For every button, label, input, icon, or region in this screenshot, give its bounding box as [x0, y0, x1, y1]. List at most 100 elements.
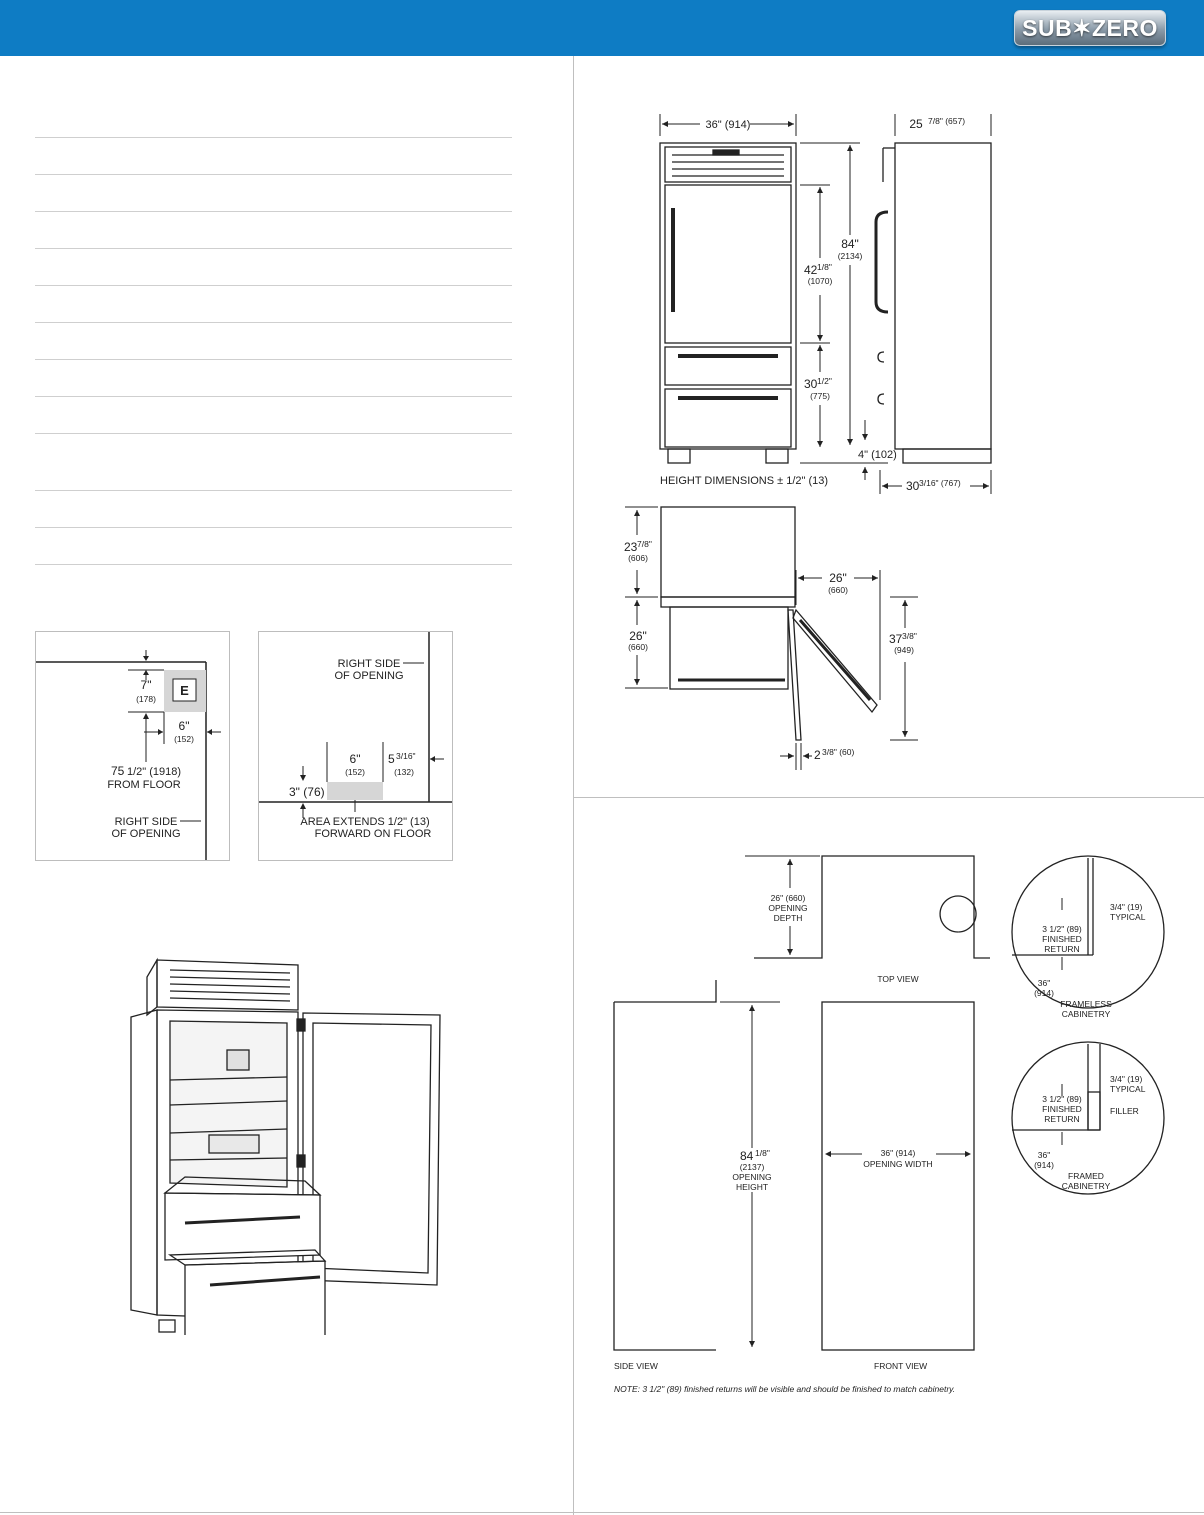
dimension-label: DEPTH: [774, 913, 803, 923]
dimension-label: (152): [345, 767, 365, 777]
dimension-label: 7/8" (657): [928, 116, 965, 126]
plumbing-panel: RIGHT SIDE OF OPENING 6" (152) 5 3/16" (…: [258, 631, 453, 861]
dimension-label: FINISHED: [1042, 934, 1082, 944]
dimension-label: (2137): [740, 1162, 765, 1172]
dimension-label: 30: [906, 479, 920, 493]
dimension-label: 36": [1038, 1150, 1050, 1160]
dimension-label: RIGHT SIDE: [115, 816, 178, 828]
dimension-label: TYPICAL: [1110, 912, 1146, 922]
brand-logo: SUB✶ZERO: [1014, 10, 1166, 46]
dimension-label: 4" (102): [858, 449, 897, 461]
dimension-label: 36" (914): [706, 119, 751, 131]
dimension-label: FRAMED: [1068, 1171, 1104, 1181]
dimension-label: FRONT VIEW: [874, 1361, 927, 1371]
dimension-label: RETURN: [1044, 1114, 1079, 1124]
dimension-label: TOP VIEW: [877, 974, 918, 984]
dimension-label: (1070): [808, 276, 833, 286]
electrical-panel: E 7" (178) 6" (152) 75 1/2" (1918) FROM …: [35, 631, 230, 861]
dimension-label: 3/4" (19): [1110, 902, 1142, 912]
spec-row-rule: [35, 396, 512, 397]
dimension-label: (2134): [838, 251, 863, 261]
dimension-label: FINISHED: [1042, 1104, 1082, 1114]
spec-row-rule: [35, 174, 512, 175]
dimension-label: FROM FLOOR: [107, 779, 180, 791]
electrical-box-label: E: [180, 683, 189, 698]
section-divider: [574, 797, 1204, 798]
dimension-label: 3 1/2" (89): [1042, 1094, 1082, 1104]
dimension-label: 75: [111, 764, 125, 778]
dimension-label: OF OPENING: [111, 828, 180, 840]
dimension-label: 3/8": [902, 631, 917, 641]
spec-row-rule: [35, 527, 512, 528]
spec-row-rule: [35, 211, 512, 212]
dimension-label: (660): [628, 642, 648, 652]
dimension-label: (178): [136, 694, 156, 704]
dimension-label: 25: [909, 117, 923, 131]
dimension-label: NOTE: 3 1/2" (89) finished returns will …: [614, 1384, 955, 1394]
dimension-label: 36": [1038, 978, 1050, 988]
dimension-label: FILLER: [1110, 1106, 1139, 1116]
door-swing-diagram: 23 7/8" (606) 26" (660) 26" (660) 37 3/8…: [624, 506, 918, 770]
dimension-label: 30: [804, 377, 818, 391]
header-bar: SUB✶ZERO: [0, 0, 1204, 56]
dimension-label: 1/2" (1918): [127, 766, 181, 778]
dimension-label: HEIGHT: [736, 1182, 768, 1192]
dimension-label: CABINETRY: [1062, 1181, 1111, 1191]
dimension-label: 1/8": [755, 1148, 770, 1158]
dimension-label: (606): [628, 553, 648, 563]
dimension-label: CABINETRY: [1062, 1009, 1111, 1019]
dimension-label: OF OPENING: [334, 670, 403, 682]
dimension-label: HEIGHT DIMENSIONS ± 1/2" (13): [660, 475, 828, 487]
bottom-rule: [0, 1512, 1204, 1513]
dimension-label: (914): [1034, 1160, 1054, 1170]
dimension-label: 7": [141, 678, 152, 692]
dimension-label: RETURN: [1044, 944, 1079, 954]
dimension-label: OPENING: [768, 903, 807, 913]
dimension-label: (152): [174, 734, 194, 744]
dimension-label: 37: [889, 632, 903, 646]
spec-row-rule: [35, 359, 512, 360]
dimension-label: OPENING: [732, 1172, 771, 1182]
elevation-drawing: 36" (914) 25 7/8" (657) 84" (2134) 42 1/…: [659, 114, 992, 494]
refrigerator-illustration: [130, 957, 441, 1335]
dimension-label: 5: [388, 752, 395, 766]
dimension-label: 3/4" (19): [1110, 1074, 1142, 1084]
dimension-label: 1/2": [817, 376, 832, 386]
dimension-label: 3" (76): [289, 785, 325, 799]
dimension-label: 2: [814, 748, 821, 762]
dimension-label: 23: [624, 540, 638, 554]
dimension-label: 84": [841, 237, 859, 251]
dimension-label: 26": [829, 571, 847, 585]
spec-row-rule: [35, 137, 512, 138]
dimension-label: 42: [804, 263, 818, 277]
dimension-label: 3/16": [396, 751, 416, 761]
spec-row-rule: [35, 285, 512, 286]
dimension-label: RIGHT SIDE: [338, 658, 401, 670]
dimension-label: FRAMELESS: [1060, 999, 1112, 1009]
dimension-label: 6": [350, 752, 361, 766]
dimension-label: (132): [394, 767, 414, 777]
dimension-label: 1/8": [817, 262, 832, 272]
dimension-label: SIDE VIEW: [614, 1361, 658, 1371]
spec-row-rule: [35, 490, 512, 491]
dimension-label: 84: [740, 1149, 754, 1163]
dimension-label: TYPICAL: [1110, 1084, 1146, 1094]
dimension-label: (660): [828, 585, 848, 595]
spec-row-rule: [35, 322, 512, 323]
plumbing-diagram: RIGHT SIDE OF OPENING 6" (152) 5 3/16" (…: [259, 632, 452, 840]
dimension-label: 3/16" (767): [919, 478, 961, 488]
dimension-label: 26": [629, 629, 647, 643]
dimension-label: OPENING WIDTH: [863, 1159, 932, 1169]
column-divider: [573, 56, 574, 1515]
dimension-label: 3 1/2" (89): [1042, 924, 1082, 934]
spec-row-rule: [35, 248, 512, 249]
opening-diagram: 26" (660) OPENING DEPTH TOP VIEW 84 1/8"…: [613, 855, 1165, 1394]
dimension-label: (775): [810, 391, 830, 401]
spec-row-rule: [35, 433, 512, 434]
dimension-label: 26" (660): [771, 893, 806, 903]
spec-row-rule: [35, 564, 512, 565]
dimension-label: 7/8": [637, 539, 652, 549]
dimension-label: AREA EXTENDS 1/2" (13): [300, 816, 429, 828]
dimension-label: (949): [894, 645, 914, 655]
dimension-label: 6": [179, 719, 190, 733]
